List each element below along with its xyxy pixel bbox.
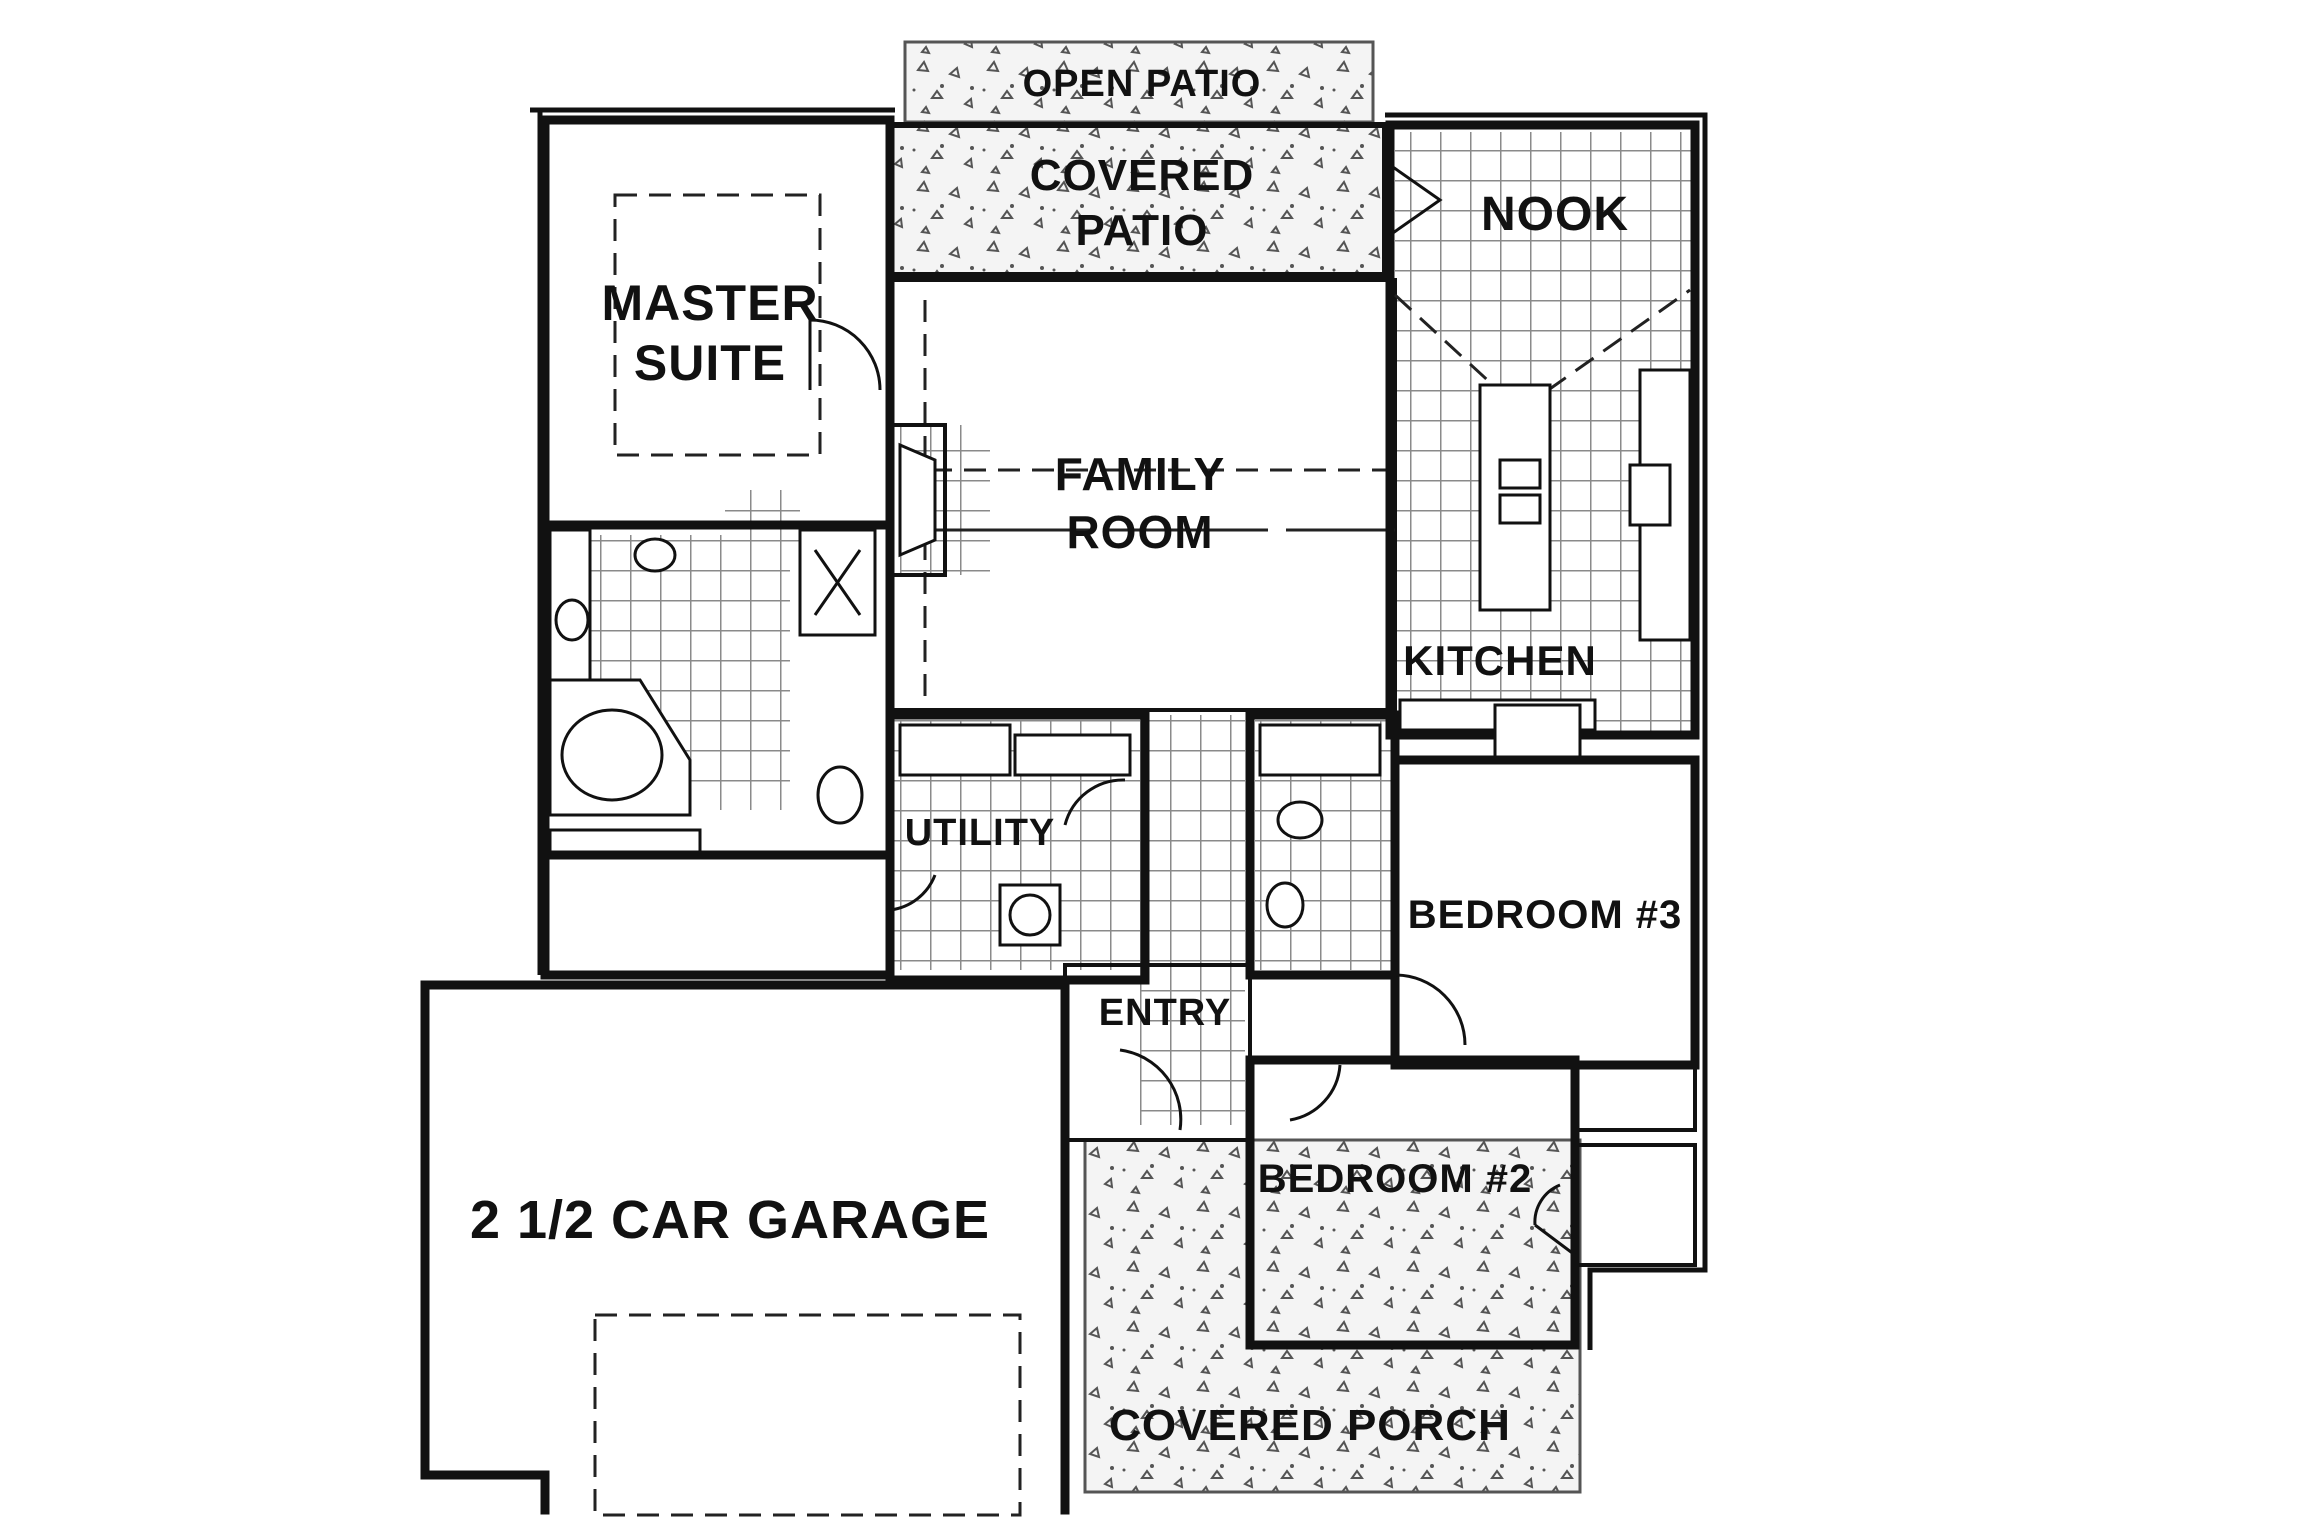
label-master-suite-line1: MASTER [601, 275, 818, 331]
label-entry: ENTRY [1099, 992, 1231, 1034]
label-open-patio: OPEN PATIO [1023, 63, 1262, 105]
fireplace [888, 423, 947, 577]
kitchen-fridge [1493, 703, 1582, 762]
bedroom-3-closet [1573, 1063, 1697, 1132]
label-bedroom-2: BEDROOM #2 [1258, 1157, 1533, 1201]
island-sink-1 [1498, 458, 1542, 490]
kitchen-range [1628, 463, 1672, 527]
hall-tile [1140, 715, 1245, 1125]
label-covered-patio-line2: PATIO [1076, 206, 1209, 255]
label-bedroom-3: BEDROOM #3 [1408, 893, 1683, 937]
utility-washer [898, 723, 1012, 777]
master-closet-walls [540, 850, 895, 980]
label-master-suite-line2: SUITE [634, 335, 786, 391]
fireplace-firebox [898, 442, 937, 558]
hall-bath-tub [1258, 723, 1382, 777]
porch-walk [1090, 1140, 1240, 1355]
garage-walls [420, 980, 1070, 1515]
utility-door [889, 778, 1126, 912]
label-family-room-line1: FAMILY [1055, 448, 1225, 500]
bedroom-2-door [1289, 1064, 1342, 1122]
water-heater [1008, 893, 1052, 937]
master-closet-tile [725, 490, 800, 550]
master-bed-outline [613, 193, 822, 457]
shower-x [813, 549, 862, 616]
label-utility: UTILITY [905, 812, 1056, 854]
master-sink-2 [554, 598, 590, 642]
bedroom-3-door [1394, 973, 1467, 1046]
master-toilet [816, 765, 864, 825]
bedroom-2-closet [1573, 1143, 1697, 1267]
nook-bay-door [1389, 163, 1443, 237]
entry-door [1119, 1048, 1183, 1131]
master-suite-door [808, 318, 882, 391]
master-tub-basin [560, 708, 664, 802]
hall-bath-sink [1265, 881, 1305, 929]
utility-dryer [1013, 733, 1132, 777]
label-covered-patio-line1: COVERED [1030, 151, 1255, 200]
label-garage: 2 1/2 CAR GARAGE [470, 1190, 990, 1250]
utility-walls [885, 710, 1150, 985]
bedroom-3-walls [1390, 755, 1700, 1070]
exterior-outline [530, 107, 1708, 1350]
master-sink-1 [633, 537, 677, 573]
label-covered-porch: COVERED PORCH [1109, 1401, 1511, 1450]
label-nook: NOOK [1481, 188, 1629, 241]
open-patio-area [903, 40, 1375, 124]
garage-door-outline [593, 1313, 1022, 1517]
bedroom-2-closet-door [1533, 1183, 1576, 1257]
island-sink-2 [1498, 493, 1542, 525]
label-kitchen: KITCHEN [1403, 637, 1597, 684]
hall-bath-toilet [1276, 800, 1324, 840]
label-family-room-line2: ROOM [1066, 506, 1213, 558]
covered-patio-area [887, 122, 1388, 278]
